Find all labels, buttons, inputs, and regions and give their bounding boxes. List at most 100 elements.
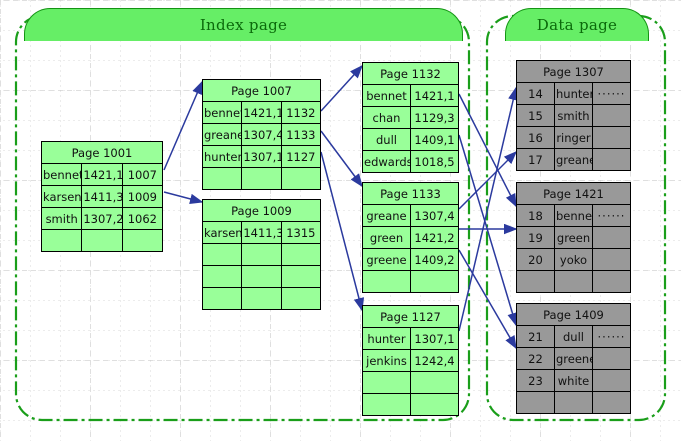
cell-key: greane	[554, 148, 593, 171]
cell-pointer: 1315	[280, 221, 322, 244]
table-header-row: Page 1009	[202, 199, 321, 222]
cell-key: bennet	[362, 84, 411, 107]
table-row-empty	[362, 270, 459, 293]
table-row: 20 yoko	[516, 248, 631, 271]
page-title: Page 1307	[516, 60, 631, 83]
table-page-1409: Page 1409 21 dull ······ 22 greene 23 wh…	[516, 303, 631, 414]
cell-rid: 1307,4	[410, 204, 459, 227]
table-row-empty	[201, 287, 322, 310]
cell-rownum: 21	[516, 325, 555, 348]
table-row: 18 bennet ······	[516, 204, 631, 227]
cell-key	[554, 270, 593, 293]
table-row: 21 dull ······	[516, 325, 631, 348]
cell-rid	[241, 287, 282, 310]
cell-key	[201, 243, 243, 266]
data-page-banner: Data page	[505, 8, 649, 41]
cell-rest	[592, 104, 631, 127]
table-row: hunter 1307,1	[362, 327, 459, 350]
cell-key	[554, 391, 593, 414]
cell-rid: 1307,1	[410, 327, 459, 350]
cell-pointer	[121, 229, 164, 252]
table-row: 17 greane	[516, 148, 631, 171]
cell-rownum: 16	[516, 126, 555, 149]
table-row: bennet 1421,1 1132	[201, 101, 322, 124]
cell-rest	[592, 347, 631, 370]
cell-rid: 1409,2	[410, 248, 459, 271]
cell-rownum: 15	[516, 104, 555, 127]
cell-key: green	[362, 226, 411, 249]
table-row: karsen 1411,3 1315	[201, 221, 322, 244]
page-title: Page 1007	[202, 79, 321, 102]
cell-rid: 1421,1	[81, 163, 123, 186]
cell-key: bennet	[554, 204, 593, 227]
cell-key: smith	[40, 207, 83, 230]
table-row: chan 1129,3	[362, 106, 459, 129]
cell-rest	[592, 226, 631, 249]
cell-key: bennet	[201, 101, 243, 124]
cell-key: dull	[362, 128, 411, 151]
table-header-row: Page 1127	[362, 305, 459, 328]
table-row-empty	[40, 229, 164, 252]
cell-rid: 1307,4	[241, 123, 282, 146]
table-row: 14 hunter ······	[516, 82, 631, 105]
table-page-1421: Page 1421 18 bennet ······ 19 green 20 y…	[516, 182, 631, 293]
table-row: dull 1409,1	[362, 128, 459, 151]
cell-pointer	[280, 243, 322, 266]
cell-rest	[592, 126, 631, 149]
table-header-row: Page 1133	[362, 182, 459, 205]
table-row: 23 white	[516, 369, 631, 392]
cell-rid: 1307,2	[81, 207, 123, 230]
cell-rest	[592, 369, 631, 392]
cell-key: yoko	[554, 248, 593, 271]
cell-rid: 1129,3	[410, 106, 459, 129]
page-title: Page 1132	[362, 62, 459, 85]
page-title: Page 1001	[41, 141, 163, 164]
table-row-empty	[201, 265, 322, 288]
cell-key	[362, 371, 411, 394]
table-page-1001: Page 1001 bennet 1421,1 1007 karsen 1411…	[40, 141, 164, 252]
page-title: Page 1409	[516, 303, 631, 326]
cell-key: white	[554, 369, 593, 392]
table-row-empty	[516, 270, 631, 293]
table-row-empty	[362, 371, 459, 394]
cell-key: chan	[362, 106, 411, 129]
cell-key: dull	[554, 325, 593, 348]
index-page-banner: Index page	[24, 8, 463, 41]
table-header-row: Page 1132	[362, 62, 459, 85]
cell-pointer: 1132	[280, 101, 322, 124]
index-page-banner-label: Index page	[199, 16, 288, 34]
cell-rownum: 17	[516, 148, 555, 171]
table-row: edwards 1018,5	[362, 150, 459, 173]
table-row-empty	[516, 391, 631, 414]
cell-rest: ······	[592, 82, 631, 105]
table-row: 19 green	[516, 226, 631, 249]
cell-key	[201, 265, 243, 288]
cell-rid	[241, 243, 282, 266]
cell-pointer: 1062	[121, 207, 164, 230]
table-page-1127: Page 1127 hunter 1307,1 jenkins 1242,4	[362, 305, 459, 416]
cell-rid	[410, 371, 459, 394]
table-header-row: Page 1307	[516, 60, 631, 83]
cell-rest	[592, 248, 631, 271]
table-row: bennet 1421,1 1007	[40, 163, 164, 186]
table-row-empty	[201, 167, 322, 190]
cell-rownum: 20	[516, 248, 555, 271]
cell-key: edwards	[362, 150, 411, 173]
cell-key: hunter	[362, 327, 411, 350]
cell-rownum	[516, 270, 555, 293]
cell-key: greane	[201, 123, 243, 146]
cell-rid	[241, 167, 282, 190]
table-header-row: Page 1001	[41, 141, 163, 164]
cell-key	[40, 229, 83, 252]
cell-rid: 1018,5	[410, 150, 459, 173]
cell-pointer: 1133	[280, 123, 322, 146]
table-page-1307: Page 1307 14 hunter ······ 15 smith 16 r…	[516, 60, 631, 171]
cell-pointer	[280, 265, 322, 288]
cell-key: jenkins	[362, 349, 411, 372]
cell-key: greene	[554, 347, 593, 370]
data-page-banner-label: Data page	[536, 16, 618, 34]
cell-key	[201, 287, 243, 310]
table-row: 15 smith	[516, 104, 631, 127]
cell-pointer: 1007	[121, 163, 164, 186]
